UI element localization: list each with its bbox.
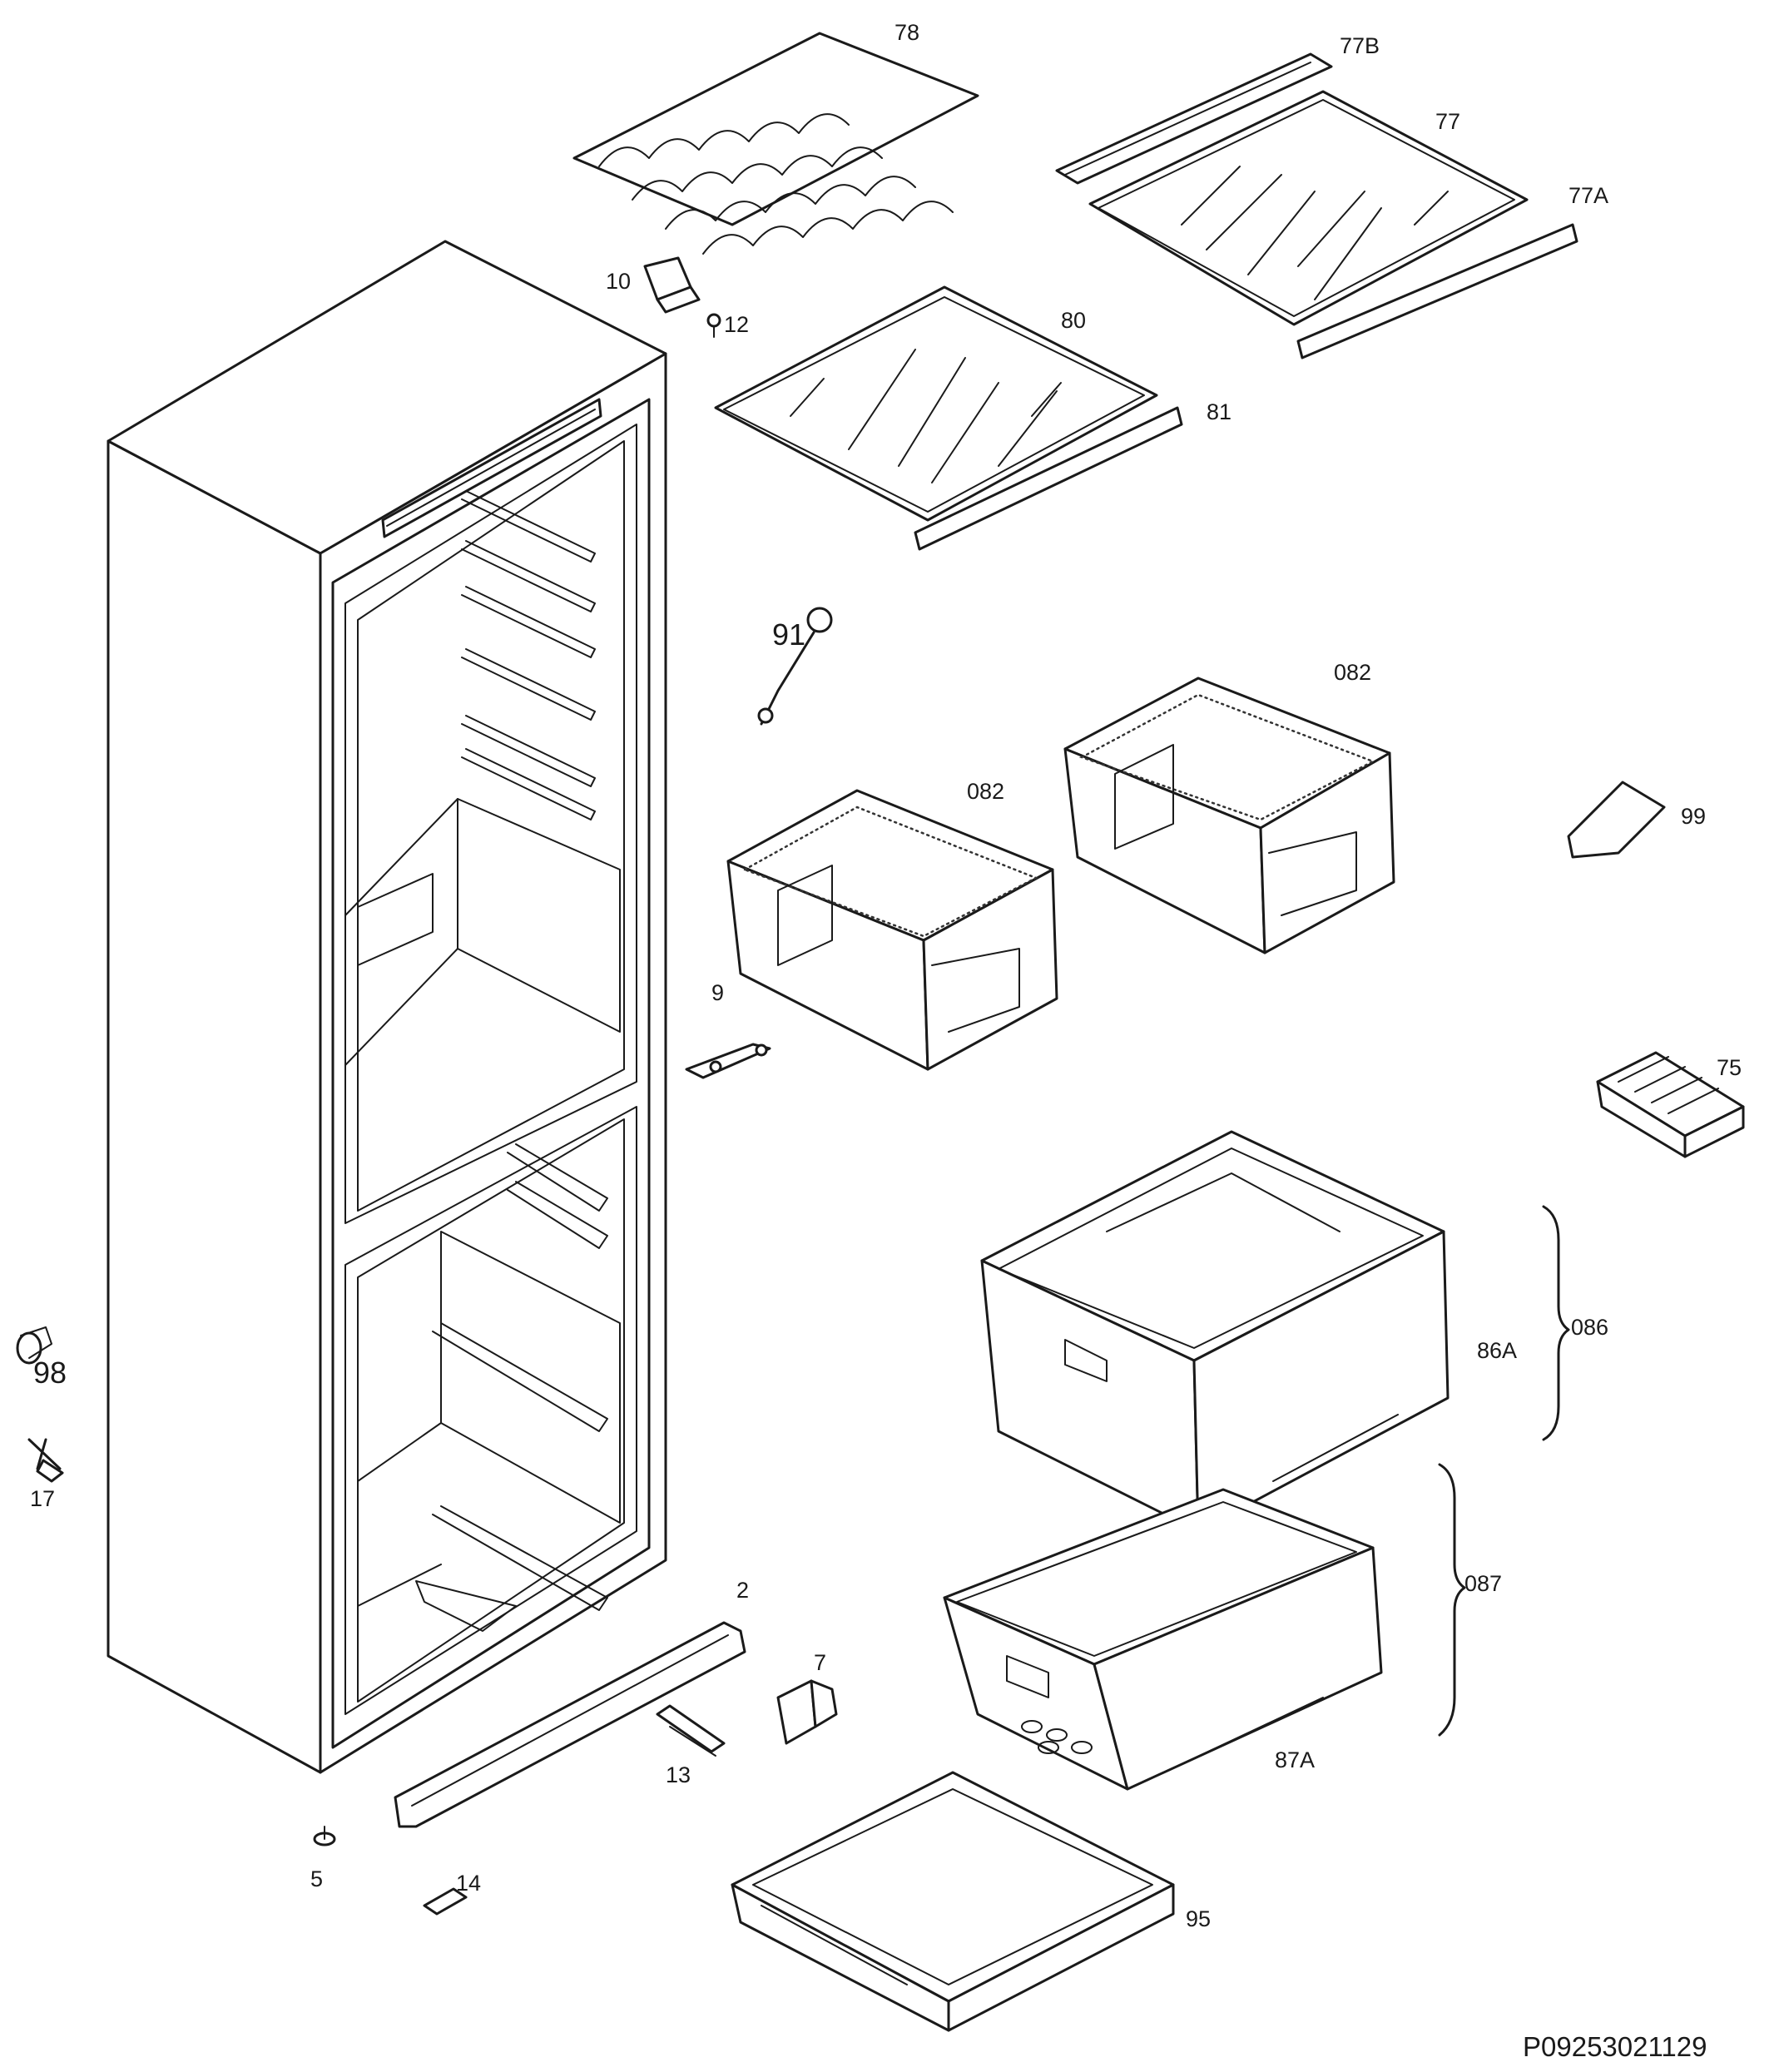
spacer-98 bbox=[16, 1326, 52, 1365]
brace-087 bbox=[1438, 1463, 1466, 1737]
wine-rack bbox=[572, 32, 979, 255]
callout-98: 98 bbox=[33, 1356, 67, 1390]
glass-shelf-lower bbox=[714, 285, 1183, 551]
callout-13: 13 bbox=[666, 1762, 691, 1787]
callout-78: 78 bbox=[894, 20, 920, 45]
bottom-tray bbox=[731, 1771, 1175, 2032]
callout-77: 77 bbox=[1435, 109, 1461, 134]
callout-77a: 77A bbox=[1568, 183, 1609, 208]
crisper-drawer-right bbox=[1063, 677, 1395, 954]
screw-part bbox=[706, 313, 721, 338]
callout-082-right: 082 bbox=[1334, 660, 1372, 685]
callout-95: 95 bbox=[1186, 1906, 1212, 1931]
callout-75: 75 bbox=[1717, 1055, 1742, 1080]
callout-17: 17 bbox=[30, 1486, 56, 1511]
callout-87a: 87A bbox=[1275, 1747, 1316, 1772]
callout-86a: 86A bbox=[1477, 1338, 1518, 1363]
clip-14 bbox=[423, 1887, 468, 1916]
pin-17 bbox=[27, 1438, 64, 1483]
foot-5 bbox=[313, 1826, 336, 1846]
sensor-part bbox=[757, 607, 833, 726]
callout-082-left: 082 bbox=[967, 779, 1005, 804]
bracket-part bbox=[643, 256, 701, 314]
hinge-part-13 bbox=[656, 1704, 726, 1757]
freezer-drawer-upper bbox=[980, 1130, 1450, 1533]
callout-2: 2 bbox=[736, 1578, 750, 1603]
callout-7: 7 bbox=[814, 1650, 827, 1675]
crisper-drawer-left bbox=[726, 789, 1058, 1071]
callout-81: 81 bbox=[1207, 399, 1232, 424]
ice-tray bbox=[1596, 1051, 1745, 1158]
kickplate bbox=[394, 1621, 746, 1828]
callout-087: 087 bbox=[1464, 1571, 1503, 1596]
callout-9: 9 bbox=[711, 980, 725, 1005]
callout-77b: 77B bbox=[1340, 33, 1380, 58]
callout-086: 086 bbox=[1571, 1315, 1609, 1340]
hinge-pin-part bbox=[685, 1043, 771, 1079]
callout-99: 99 bbox=[1681, 804, 1707, 829]
callout-5: 5 bbox=[310, 1866, 324, 1891]
callout-80: 80 bbox=[1061, 308, 1087, 333]
callout-91: 91 bbox=[772, 617, 806, 652]
drawing-number: P09253021129 bbox=[1523, 2031, 1707, 2062]
brace-086 bbox=[1542, 1205, 1570, 1441]
callout-12: 12 bbox=[724, 312, 750, 337]
clip-part-99 bbox=[1567, 781, 1666, 859]
callout-10: 10 bbox=[606, 269, 632, 294]
callout-14: 14 bbox=[456, 1871, 482, 1896]
glass-shelf-upper bbox=[1055, 52, 1578, 359]
hinge-bracket-7 bbox=[776, 1679, 838, 1745]
freezer-drawer-lower bbox=[943, 1488, 1383, 1791]
cabinet-body bbox=[107, 240, 667, 1774]
